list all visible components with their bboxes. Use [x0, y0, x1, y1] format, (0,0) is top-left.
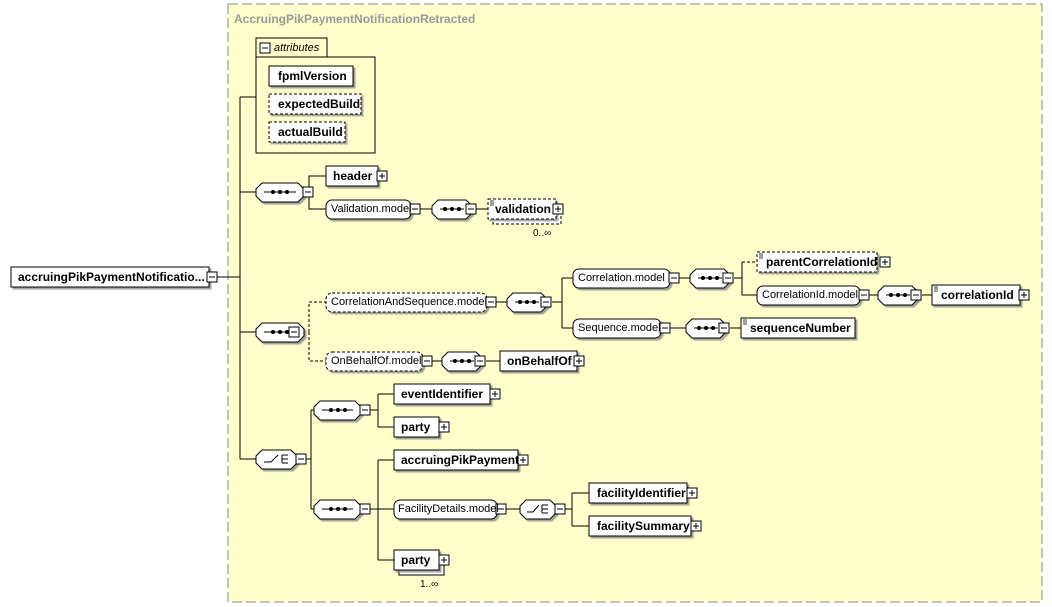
group-validation-model[interactable]: Validation.model [331, 203, 412, 215]
root-element-label[interactable]: accruingPikPaymentNotificatio... [18, 270, 205, 284]
group-sequence-model[interactable]: Sequence.model [578, 322, 661, 334]
group-facility-details-model[interactable]: FacilityDetails.model [398, 503, 499, 515]
attributes-tab [255, 37, 328, 57]
attribute-expectedbuild[interactable]: expectedBuild [278, 97, 361, 111]
attribute-actualbuild[interactable]: actualBuild [278, 125, 343, 139]
model-groups [325, 199, 870, 520]
element-facility-identifier[interactable]: facilityIdentifier [597, 486, 686, 500]
party-repeat-occurrence: 1..∞ [420, 578, 439, 590]
element-facility-summary[interactable]: facilitySummary [597, 519, 690, 533]
element-correlation-id[interactable]: correlationId [941, 288, 1014, 302]
element-validation[interactable]: validation [495, 202, 552, 216]
element-party-repeat[interactable]: party [401, 553, 431, 567]
group-on-behalf-of-model[interactable]: OnBehalfOf.model [331, 355, 422, 367]
attribute-fpmlversion[interactable]: fpmlVersion [278, 69, 347, 83]
connector-lines [217, 96, 932, 561]
element-on-behalf-of[interactable]: onBehalfOf [507, 354, 572, 368]
element-parent-correlation-id[interactable]: parentCorrelationId [766, 255, 878, 269]
element-boxes [10, 65, 1030, 576]
validation-occurrence: 0..∞ [533, 227, 552, 239]
group-correlation-and-sequence-model[interactable]: CorrelationAndSequence.model [331, 296, 487, 308]
element-header[interactable]: header [333, 169, 373, 183]
element-party[interactable]: party [401, 420, 431, 434]
element-event-identifier[interactable]: eventIdentifier [401, 387, 484, 401]
type-title: AccruingPikPaymentNotificationRetracted [234, 12, 476, 26]
group-correlation-model[interactable]: Correlation.model [578, 272, 665, 284]
element-accruing-pik-payment[interactable]: accruingPikPayment [401, 453, 520, 467]
attributes-label: attributes [274, 42, 320, 54]
element-sequence-number[interactable]: sequenceNumber [750, 321, 851, 335]
group-correlation-id-model[interactable]: CorrelationId.model [762, 289, 858, 301]
compositors [255, 182, 922, 520]
